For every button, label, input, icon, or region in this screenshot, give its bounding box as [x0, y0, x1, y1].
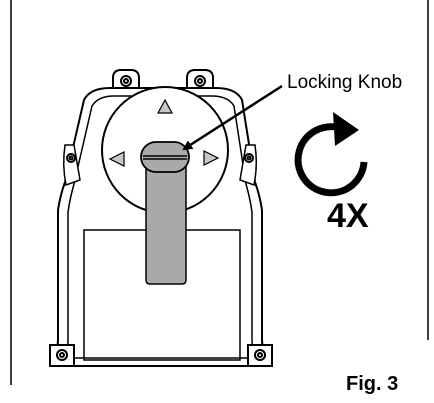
screw-icon — [254, 349, 266, 361]
figure-frame — [10, 0, 429, 385]
clockwise-rotation-arrow-icon — [294, 112, 368, 197]
arrow-left-icon — [108, 151, 125, 167]
top-mounting-ears — [112, 69, 214, 92]
screw-icon — [66, 153, 76, 163]
bottom-feet — [49, 344, 273, 367]
locking-knob — [140, 141, 190, 285]
screw-icon — [120, 75, 132, 87]
locking-knob-label: Locking Knob — [287, 72, 403, 93]
screw-icon — [194, 75, 206, 87]
arrow-up-icon — [156, 98, 174, 114]
callout-leader-line — [182, 84, 283, 151]
arrow-right-icon — [203, 150, 220, 166]
screw-icon — [56, 349, 68, 361]
turn-count-label: 4X — [327, 197, 369, 235]
figure-number-label: Fig. 3 — [346, 373, 399, 395]
screw-icon — [244, 153, 254, 163]
